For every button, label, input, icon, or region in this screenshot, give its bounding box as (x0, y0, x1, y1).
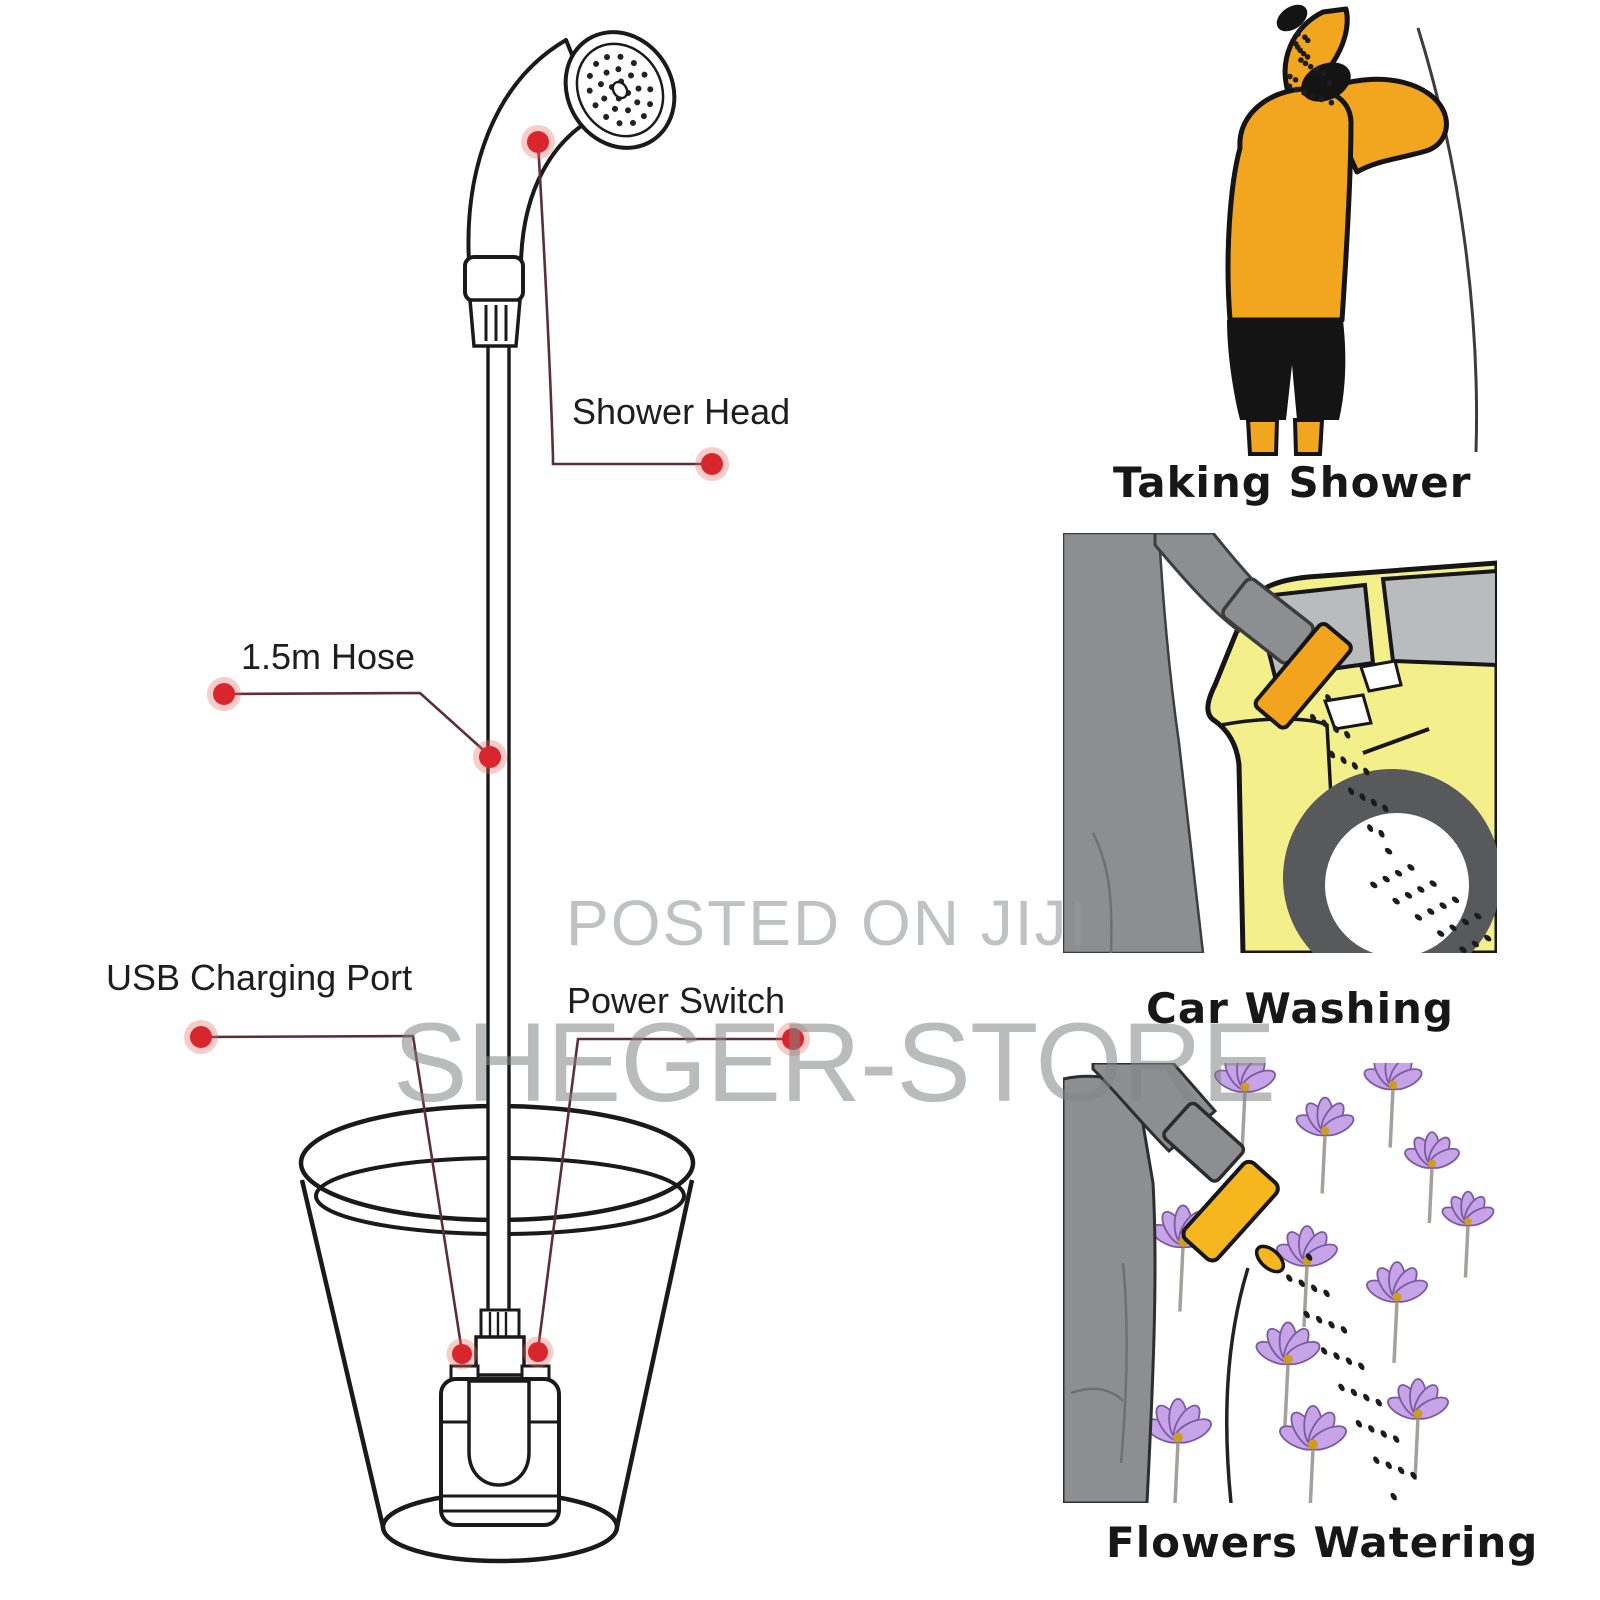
usb-charging-port-label: USB Charging Port (106, 957, 413, 998)
flowers-watering-caption: Flowers Watering (1106, 1518, 1539, 1567)
car-spray-dots (1310, 694, 1389, 838)
callout-dots (183, 124, 811, 1370)
flowers-watering-illustration (1063, 1063, 1495, 1503)
hose-label: 1.5m Hose (241, 636, 416, 677)
flower-spray-dots (1286, 1253, 1417, 1501)
taking-shower-illustration (1225, 4, 1479, 456)
car-washing-caption: Car Washing (1146, 984, 1454, 1033)
spray-plate-dots (586, 53, 654, 127)
water-spray-dots (1286, 31, 1335, 106)
portable-shower-diagram (183, 30, 811, 1564)
hose-illustration (486, 344, 511, 1316)
car-washing-illustration (1063, 533, 1497, 953)
power-switch-label: Power Switch (567, 980, 786, 1021)
taking-shower-caption: Taking Shower (1113, 458, 1472, 507)
wheel-spray-dots (1370, 847, 1492, 953)
shower-head-label: Shower Head (572, 391, 791, 432)
callout-lines (200, 141, 793, 1353)
shower-head-illustration (463, 30, 677, 348)
pump-illustration (439, 1308, 561, 1527)
